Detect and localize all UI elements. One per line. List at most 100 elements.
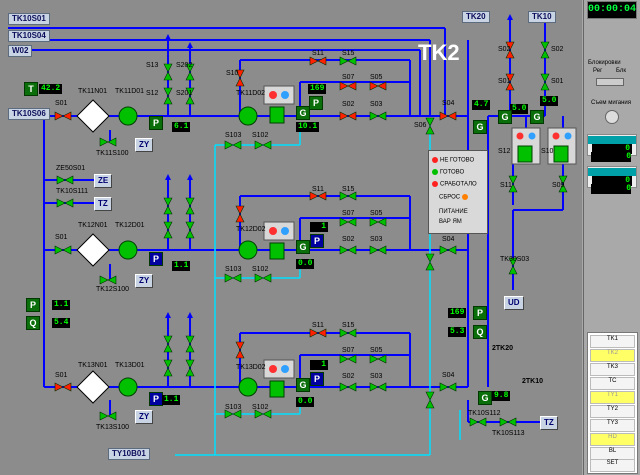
nav-item-tk2[interactable]: TK2 [590, 349, 635, 362]
tag-tk10[interactable]: TK10 [528, 11, 556, 23]
triggered-icon [432, 181, 438, 187]
legend-triggered: СРАБОТАЛО [440, 181, 477, 188]
valve-s09-label: S09 [552, 182, 565, 189]
separator-2-label: TK12N01 [78, 222, 108, 229]
legend-ready: ГОТОВО [440, 169, 465, 176]
reset-icon[interactable] [462, 194, 469, 200]
g2-1-indicator: G [473, 120, 487, 134]
tag-tk20[interactable]: TK20 [462, 11, 490, 23]
nav-item-hd[interactable]: HD [590, 433, 635, 446]
nav-item-tk3[interactable]: TK3 [590, 363, 635, 376]
legend-not-ready: НЕ ГОТОВО [440, 157, 475, 164]
tz-label: TK10S111 [56, 188, 89, 195]
valve-s02-tk10-label: S02 [551, 46, 564, 53]
separator-3 [76, 370, 110, 404]
tag-ty10b01[interactable]: TY10B01 [108, 448, 150, 460]
p2-2-indicator: P [310, 234, 324, 248]
p2-1-indicator: P [309, 96, 323, 110]
valve-s102-label: S102 [252, 132, 269, 139]
tag-tk10s04[interactable]: TK10S04 [8, 30, 50, 42]
pipe-diagram [8, 14, 577, 456]
valve-s15-3-label: S15 [342, 322, 355, 329]
param-box-1-value2: 0 [591, 152, 631, 162]
page-title: TK2 [418, 40, 460, 65]
zy-1-button[interactable]: ZY [135, 138, 154, 152]
p-2-value: 1.1 [172, 261, 191, 271]
tag-tk10s01[interactable]: TK10S01 [8, 13, 50, 25]
pump-2-label: TK12D01 [115, 222, 145, 229]
status-legend: НЕ ГОТОВО ГОТОВО СРАБОТАЛО СБРОС ПИТАНИЕ… [428, 150, 488, 234]
separator-1 [76, 99, 110, 133]
fan-2-label: TK12D02 [236, 226, 266, 233]
tz-button[interactable]: TZ [94, 197, 112, 211]
valve-s02-tk20-label: S02 [498, 46, 511, 53]
nav-item-ty2[interactable]: TY2 [590, 405, 635, 418]
valve-s03-2-label: S03 [370, 236, 383, 243]
valve-s12-label: S12 [146, 90, 159, 97]
reset-blink-button[interactable] [605, 110, 619, 124]
g-2-indicator: G [296, 240, 310, 254]
valve-s01-1-label: S01 [55, 100, 68, 107]
ud-label: TK30S03 [500, 256, 530, 263]
fan-3-label: TK13D02 [236, 364, 266, 371]
valve-s12-right-label: S12 [498, 148, 511, 155]
separator-3-label: TK13N01 [78, 362, 108, 369]
valve-s202-label: S202 [176, 62, 193, 69]
q-right-value: 5.3 [448, 327, 467, 337]
p-2-indicator: P [149, 252, 163, 266]
reg-label: Рег [593, 68, 603, 74]
filter-1-label: TK11S100 [96, 150, 129, 157]
p-right-indicator: P [473, 306, 487, 320]
valve-s03-label: S03 [370, 101, 383, 108]
nav-item-tk1[interactable]: TK1 [590, 335, 635, 348]
nav-item-ty1[interactable]: TY1 [590, 391, 635, 404]
clock-display: 00:00:04 [587, 1, 637, 19]
scheme-area: TK2 TK10S01 TK10S04 W02 TK10S06 TK20 TK1… [0, 0, 582, 475]
pump-3-label: TK13D01 [115, 362, 145, 369]
ze-button[interactable]: ZE [94, 174, 113, 188]
valve-s15-label: S15 [342, 50, 355, 57]
reset-blink-label: Съем мигания [591, 100, 631, 106]
legend-reset[interactable]: СБРОС [439, 194, 461, 201]
valve-s02-label: S02 [342, 101, 355, 108]
valve-s02-2-label: S02 [342, 236, 355, 243]
valve-s13-label: S13 [146, 62, 159, 69]
p2-1-value: 169 [308, 84, 327, 94]
block-toggle[interactable] [596, 78, 624, 86]
valve-s10-label: S10 [226, 70, 239, 77]
valve-s05-3-label: S05 [370, 347, 383, 354]
filter-3-label: TK13S100 [96, 424, 130, 431]
g2-3-value: 9.8 [492, 391, 511, 401]
g-1-value: 10.1 [296, 122, 320, 132]
p2-3-indicator: P [310, 372, 324, 386]
valve-s04-3-label: S04 [442, 372, 455, 379]
q-right-indicator: Q [473, 325, 487, 339]
valve-s04-1-label: S04 [442, 100, 455, 107]
valve-s103-3-label: S103 [225, 404, 242, 411]
p2-3-value: 1 [310, 360, 328, 370]
tag-w02[interactable]: W02 [8, 45, 33, 57]
valve-s06-label: S06 [414, 122, 427, 129]
valve-s01-tk10-label: S01 [551, 78, 564, 85]
q-total-indicator: Q [26, 316, 40, 330]
p-total-indicator: P [26, 298, 40, 312]
valve-tk10s112-label: TK10S112 [468, 410, 501, 417]
g2-1-value: 4.7 [472, 100, 491, 110]
valve-s07-2-label: S07 [342, 210, 355, 217]
valve-s01-3-label: S01 [55, 372, 68, 379]
tz2-button[interactable]: TZ [540, 416, 558, 430]
valve-s07-label: S07 [342, 74, 355, 81]
ud-button[interactable]: UD [504, 296, 524, 310]
valve-s11-3-label: S11 [312, 322, 324, 329]
filter-2-label: TK12S100 [96, 286, 130, 293]
g-tk10-indicator: G [530, 110, 544, 124]
nav-item-set[interactable]: SET [590, 459, 635, 472]
tag-tk10s06[interactable]: TK10S06 [8, 108, 50, 120]
p-3-indicator: P [149, 392, 163, 406]
nav-item-tc[interactable]: TC [590, 377, 635, 390]
zy-2-button[interactable]: ZY [135, 274, 154, 288]
valve-s01-2-label: S01 [55, 234, 68, 241]
zy-3-button[interactable]: ZY [135, 410, 154, 424]
temp-indicator: T [24, 82, 38, 96]
nav-item-ty3[interactable]: TY3 [590, 419, 635, 432]
